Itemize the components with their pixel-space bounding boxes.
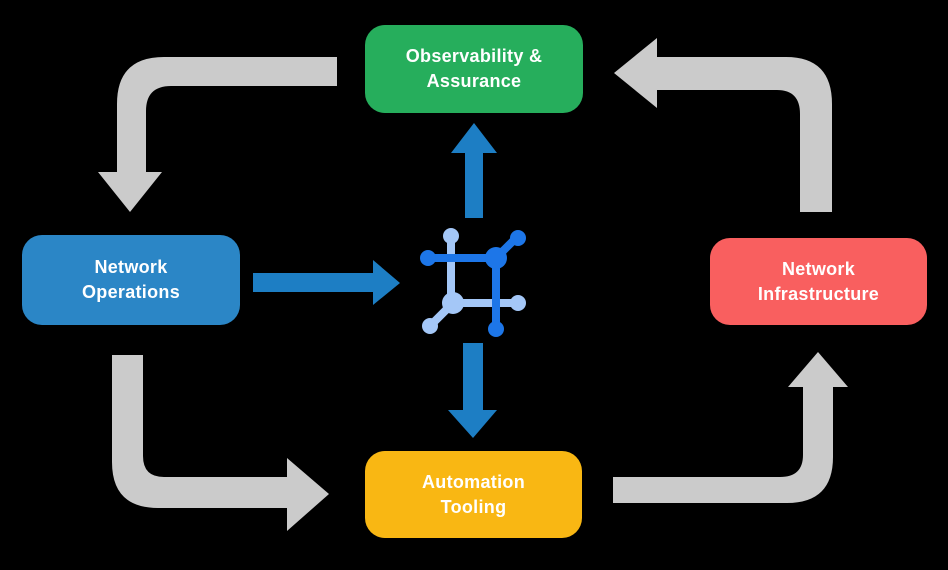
icon-bottom-dot <box>488 321 504 337</box>
icon-light-strokes <box>422 228 526 334</box>
arrow-automation-to-infrastructure <box>613 352 848 503</box>
node-label-line: Tooling <box>440 496 507 517</box>
icon-top-right-node <box>485 247 507 269</box>
icon-left-dot <box>420 250 436 266</box>
node-label-line: Network <box>94 257 168 277</box>
arrow-observability-to-operations <box>98 57 337 212</box>
node-label-line: Assurance <box>426 71 522 91</box>
arrow-operations-to-automation <box>112 355 329 531</box>
node-network-infrastructure: Network Infrastructure <box>710 238 927 325</box>
network-platform-icon <box>420 228 526 337</box>
icon-top-dot <box>443 228 459 244</box>
icon-right-dot <box>510 295 526 311</box>
icon-top-right-dot <box>510 230 526 246</box>
icon-bottom-left-node <box>442 292 464 314</box>
node-observability-assurance: Observability & Assurance <box>365 25 583 113</box>
arrow-operations-to-center <box>253 260 400 305</box>
arrow-center-to-observability <box>451 123 497 218</box>
node-automation-tooling: Automation Tooling <box>365 451 582 538</box>
node-label-line: Infrastructure <box>757 283 880 304</box>
node-network-operations: Network Operations <box>22 235 240 325</box>
arrow-center-to-automation <box>448 343 497 438</box>
icon-dark-strokes <box>420 230 526 337</box>
icon-bottom-left-dot <box>422 318 438 334</box>
node-label-line: Network <box>781 258 856 279</box>
node-label-line: Observability & <box>405 46 543 66</box>
node-label-line: Operations <box>81 282 181 302</box>
arrow-infrastructure-to-observability <box>614 38 832 212</box>
node-label-line: Automation <box>422 471 525 492</box>
